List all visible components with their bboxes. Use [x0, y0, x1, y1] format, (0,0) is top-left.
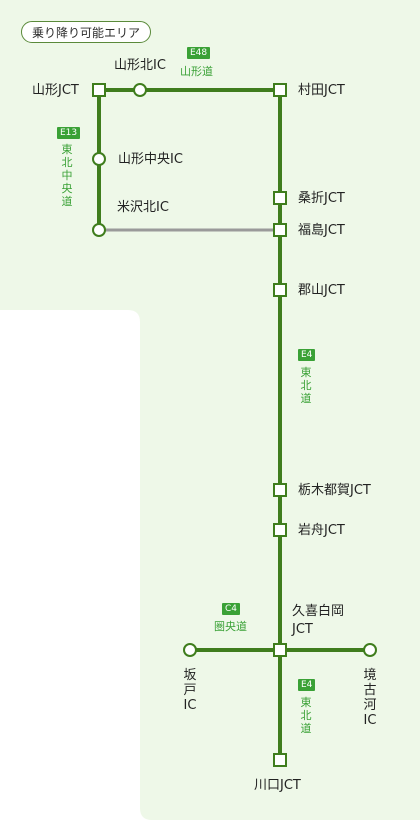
c4-badge: C4 — [222, 603, 241, 615]
iwafune-jct-label: 岩舟JCT — [298, 523, 345, 538]
murata-jct-label: 村田JCT — [298, 83, 345, 98]
yamagata-kita-ic-marker[interactable] — [133, 83, 147, 97]
yamagata-jct-label: 山形JCT — [32, 83, 79, 98]
e4-upper-badge: E4 — [298, 349, 316, 361]
kuki-shiraoka-jct-marker[interactable] — [273, 643, 287, 657]
yamagata-chuo-ic-marker[interactable] — [92, 152, 106, 166]
kuwaori-jct-label: 桑折JCT — [298, 191, 345, 206]
c4-route-name: 圏央道 — [214, 620, 247, 633]
e4-upper-route-name: 東北道 — [300, 366, 312, 405]
sakai-koga-ic-marker[interactable] — [363, 643, 377, 657]
e4-lower-route-name: 東北道 — [300, 696, 312, 735]
kuki-shiraoka-jct-label-line2: JCT — [292, 622, 313, 637]
yamagata-chuo-ic-label: 山形中央IC — [118, 152, 183, 167]
e4-lower-badge: E4 — [298, 679, 316, 691]
e13-route-name: 東北中央道 — [61, 143, 73, 208]
e13-badge: E13 — [57, 127, 81, 139]
koriyama-jct-marker[interactable] — [273, 283, 287, 297]
murata-jct-marker[interactable] — [273, 83, 287, 97]
kuki-shiraoka-jct-label-line1: 久喜白岡 — [292, 604, 345, 619]
tochigi-tsuga-jct-label: 栃木都賀JCT — [298, 483, 371, 498]
iwafune-jct-marker[interactable] — [273, 523, 287, 537]
kawaguchi-jct-label: 川口JCT — [254, 778, 301, 793]
yamagata-jct-marker[interactable] — [92, 83, 106, 97]
yamagata-kita-ic-label: 山形北IC — [114, 58, 166, 73]
e48-route-name: 山形道 — [180, 65, 213, 78]
tochigi-tsuga-jct-marker[interactable] — [273, 483, 287, 497]
yonezawa-kita-ic-marker[interactable] — [92, 223, 106, 237]
fukushima-jct-marker[interactable] — [273, 223, 287, 237]
sakado-ic-label: 坂戸IC — [183, 668, 197, 713]
koriyama-jct-label: 郡山JCT — [298, 283, 345, 298]
kuwaori-jct-marker[interactable] — [273, 191, 287, 205]
fukushima-jct-label: 福島JCT — [298, 223, 345, 238]
sakai-koga-ic-label: 境古河IC — [363, 668, 377, 728]
sakado-ic-marker[interactable] — [183, 643, 197, 657]
kawaguchi-jct-marker[interactable] — [273, 753, 287, 767]
legend-accessible-area: 乗り降り可能エリア — [21, 21, 152, 43]
yonezawa-kita-ic-label: 米沢北IC — [117, 200, 169, 215]
e48-badge: E48 — [187, 47, 211, 59]
